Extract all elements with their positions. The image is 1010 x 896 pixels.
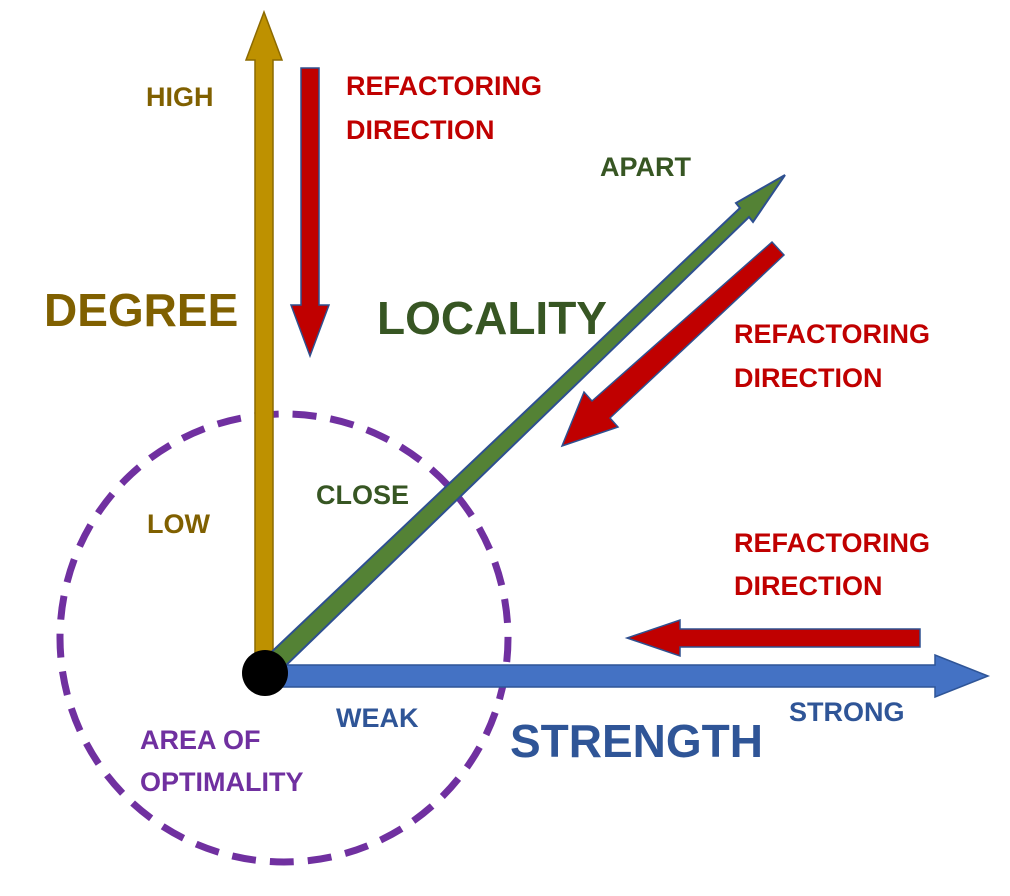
locality-title: LOCALITY <box>377 292 607 344</box>
strength-strong-label: STRONG <box>789 697 905 727</box>
locality-refactoring-label-line2: DIRECTION <box>734 363 883 393</box>
optimality-label-line1: AREA OF <box>140 725 261 755</box>
degree-refactoring-arrow <box>289 67 331 359</box>
optimality-area-circle <box>56 410 512 866</box>
strength-title: STRENGTH <box>510 715 763 767</box>
degree-high-label: HIGH <box>146 82 214 112</box>
strength-refactoring-label-line1: REFACTORING <box>734 528 930 558</box>
degree-low-label: LOW <box>147 509 210 539</box>
locality-axis-arrow <box>260 174 786 677</box>
strength-axis-arrow <box>267 653 991 699</box>
degree-refactoring-label-line2: DIRECTION <box>346 115 495 145</box>
strength-refactoring-arrow <box>624 618 921 658</box>
degree-refactoring-label-line1: REFACTORING <box>346 71 542 101</box>
locality-apart-label: APART <box>600 152 692 182</box>
strength-weak-label: WEAK <box>336 703 419 733</box>
strength-refactoring-label-line2: DIRECTION <box>734 571 883 601</box>
degree-title: DEGREE <box>44 284 238 336</box>
locality-refactoring-arrow <box>560 240 786 448</box>
optimality-label-line2: OPTIMALITY <box>140 767 304 797</box>
locality-refactoring-label-line1: REFACTORING <box>734 319 930 349</box>
origin-point <box>242 650 288 696</box>
locality-close-label: CLOSE <box>316 480 409 510</box>
degree-axis-arrow <box>244 9 284 671</box>
